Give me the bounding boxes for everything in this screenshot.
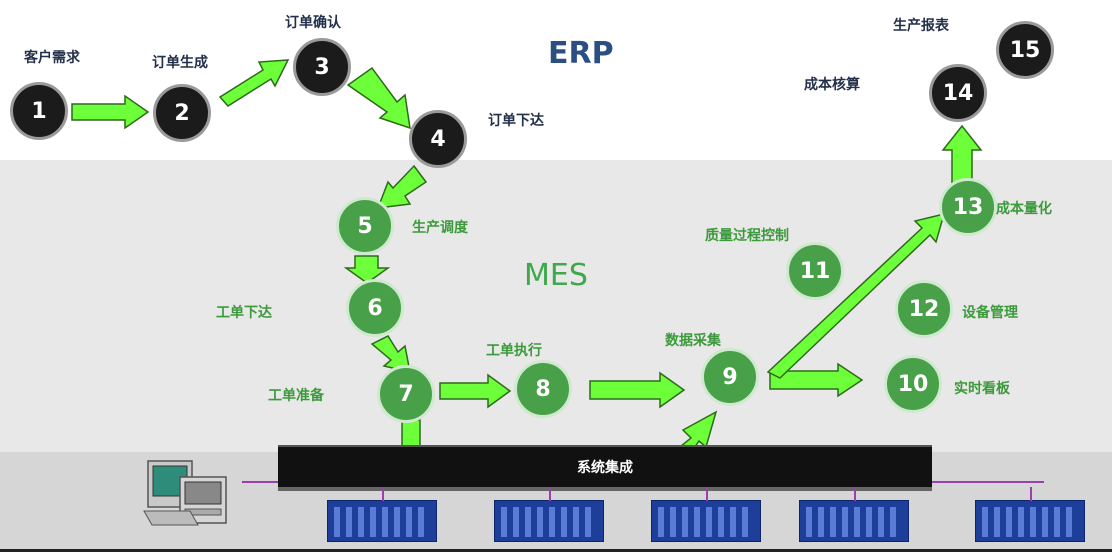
plc-rack-icon xyxy=(799,487,909,542)
node-10: 10 xyxy=(884,355,942,413)
label-node-11: 质量过程控制 xyxy=(705,228,789,244)
label-node-10: 实时看板 xyxy=(954,381,1010,397)
plc-rack-icon xyxy=(975,487,1085,542)
node-4: 4 xyxy=(409,110,467,168)
label-node-13: 成本量化 xyxy=(996,201,1052,217)
node-6: 6 xyxy=(346,279,404,337)
label-node-9: 数据采集 xyxy=(665,333,721,349)
node-12: 12 xyxy=(895,280,953,338)
plc-rack-icon xyxy=(651,487,761,542)
arrow-2-to-3 xyxy=(218,59,290,107)
arrow-1-to-2 xyxy=(71,94,150,130)
plc-rack-icon xyxy=(494,487,604,542)
node-13: 13 xyxy=(939,178,997,236)
node-8: 8 xyxy=(514,360,572,418)
network-line-left xyxy=(242,481,280,483)
erp-title: ERP xyxy=(548,36,614,71)
system-integration-bus: 系统集成 xyxy=(278,445,932,491)
label-node-6: 工单下达 xyxy=(216,305,272,321)
node-11: 11 xyxy=(786,242,844,300)
label-node-3: 订单确认 xyxy=(285,15,341,31)
arrow-4-to-5 xyxy=(376,164,428,209)
label-node-14: 成本核算 xyxy=(804,77,860,93)
label-node-15: 生产报表 xyxy=(893,18,949,34)
node-7: 7 xyxy=(377,365,435,423)
arrow-7-to-8 xyxy=(439,373,512,409)
arrow-13-to-14 xyxy=(941,124,983,187)
mes-title: MES xyxy=(524,258,588,293)
arrow-3-to-4 xyxy=(346,66,411,130)
node-9: 9 xyxy=(701,348,759,406)
label-node-1: 客户需求 xyxy=(24,50,80,66)
bottom-divider xyxy=(0,549,1112,552)
plc-rack-icon xyxy=(327,487,437,542)
node-2: 2 xyxy=(153,84,211,142)
arrow-5-to-6 xyxy=(343,255,391,284)
network-line-right xyxy=(932,481,1044,483)
node-3: 3 xyxy=(293,38,351,96)
node-14: 14 xyxy=(929,64,987,122)
computer-workstation-icon xyxy=(143,460,227,526)
label-node-8: 工单执行 xyxy=(486,343,542,359)
node-1: 1 xyxy=(10,82,68,140)
label-node-4: 订单下达 xyxy=(488,113,544,129)
node-5: 5 xyxy=(336,197,394,255)
label-node-5: 生产调度 xyxy=(412,220,468,236)
node-15: 15 xyxy=(996,21,1054,79)
arrow-9-to-10 xyxy=(769,362,864,398)
label-node-2: 订单生成 xyxy=(152,55,208,71)
label-node-12: 设备管理 xyxy=(962,305,1018,321)
arrow-6-to-7 xyxy=(370,335,411,373)
arrow-9-to-13 xyxy=(766,212,946,379)
label-node-7: 工单准备 xyxy=(268,388,324,404)
bus-label: 系统集成 xyxy=(577,460,633,476)
arrow-8-to-9 xyxy=(589,371,686,409)
